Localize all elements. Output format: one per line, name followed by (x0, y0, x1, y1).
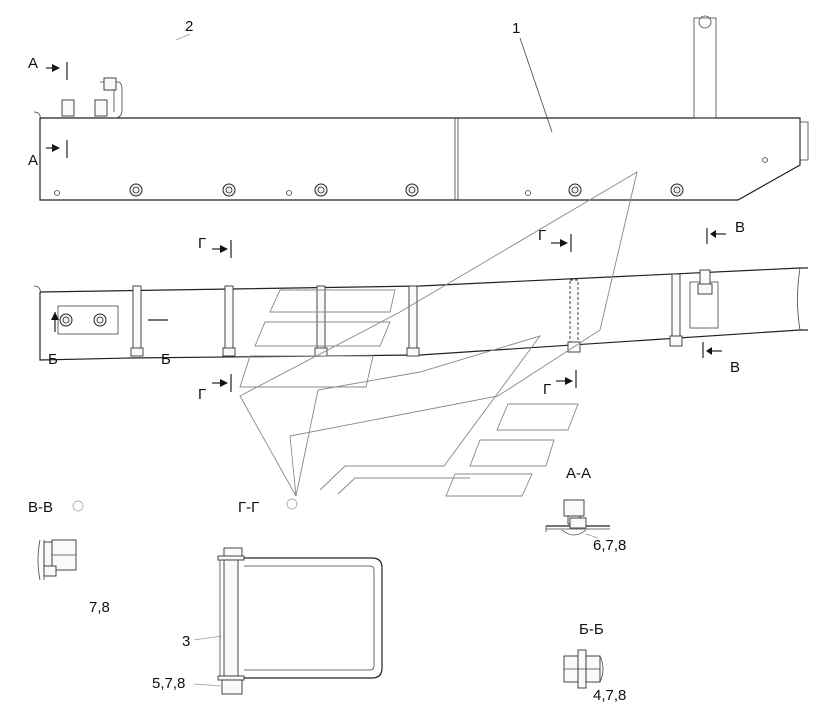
gg-plate (231, 557, 383, 679)
detail-view-vv: В-В 7,8 (28, 499, 110, 616)
section-mark-g: Г Г Г Г (198, 227, 577, 403)
beam-end-cap (799, 121, 809, 161)
top-bolt-3 (103, 77, 117, 91)
detail-view-gg: Г-Г 3 5,7,8 (152, 498, 383, 695)
front-view (33, 15, 809, 201)
beam-small-holes (54, 157, 768, 196)
section-g-label-top-right: Г (538, 227, 546, 244)
section-b-label-right: Б (161, 351, 171, 368)
beam-left-curl (33, 111, 41, 123)
item-2-label: 2 (185, 18, 193, 35)
gg-bolt-shank (223, 559, 239, 677)
detail-view-aa: А-А 6,7,8 (545, 465, 626, 554)
leader-1 (519, 37, 553, 133)
aa-nut (563, 499, 585, 517)
plan-view (33, 267, 808, 361)
gg-nut (221, 679, 243, 695)
section-mark-v: В В (702, 219, 745, 376)
beam-nuts (129, 183, 684, 197)
beam-outline (39, 117, 801, 201)
post-hole (698, 15, 712, 29)
top-bolt-1 (61, 99, 75, 117)
top-bolt-2 (94, 99, 108, 117)
item-3-label: 3 (182, 633, 190, 650)
view-gg-title: Г-Г (238, 499, 259, 516)
mount-post (693, 17, 717, 119)
view-bb-parts: 4,7,8 (593, 687, 626, 704)
section-mark-a: А А (28, 55, 68, 169)
plan-bolts (130, 273, 683, 357)
gg-plate-inner (244, 565, 375, 671)
section-mark-b: Б Б (48, 312, 171, 368)
detail-view-bb: Б-Б 4,7,8 (563, 621, 626, 704)
view-aa-parts: 6,7,8 (593, 537, 626, 554)
leader-2 (175, 33, 191, 41)
view-bb-title: Б-Б (579, 621, 604, 638)
view-vv-parts: 7,8 (89, 599, 110, 616)
gg-washer-top (217, 555, 245, 561)
view-gg-parts: 5,7,8 (152, 675, 185, 692)
view-aa-title: А-А (566, 465, 591, 482)
item-1-label: 1 (512, 20, 520, 37)
plan-end-curve (797, 267, 801, 331)
section-v-label-bottom: В (730, 359, 740, 376)
section-v-label-top: В (735, 219, 745, 236)
section-g-label-bottom-left: Г (198, 386, 206, 403)
section-g-label-top-left: Г (198, 235, 206, 252)
section-a-label-top: А (28, 55, 38, 72)
view-vv-title: В-В (28, 499, 53, 516)
watermark-logo (239, 171, 638, 497)
section-a-label-mid: А (28, 152, 38, 169)
section-b-label-left: Б (48, 351, 58, 368)
section-g-label-bottom-right: Г (543, 381, 551, 398)
